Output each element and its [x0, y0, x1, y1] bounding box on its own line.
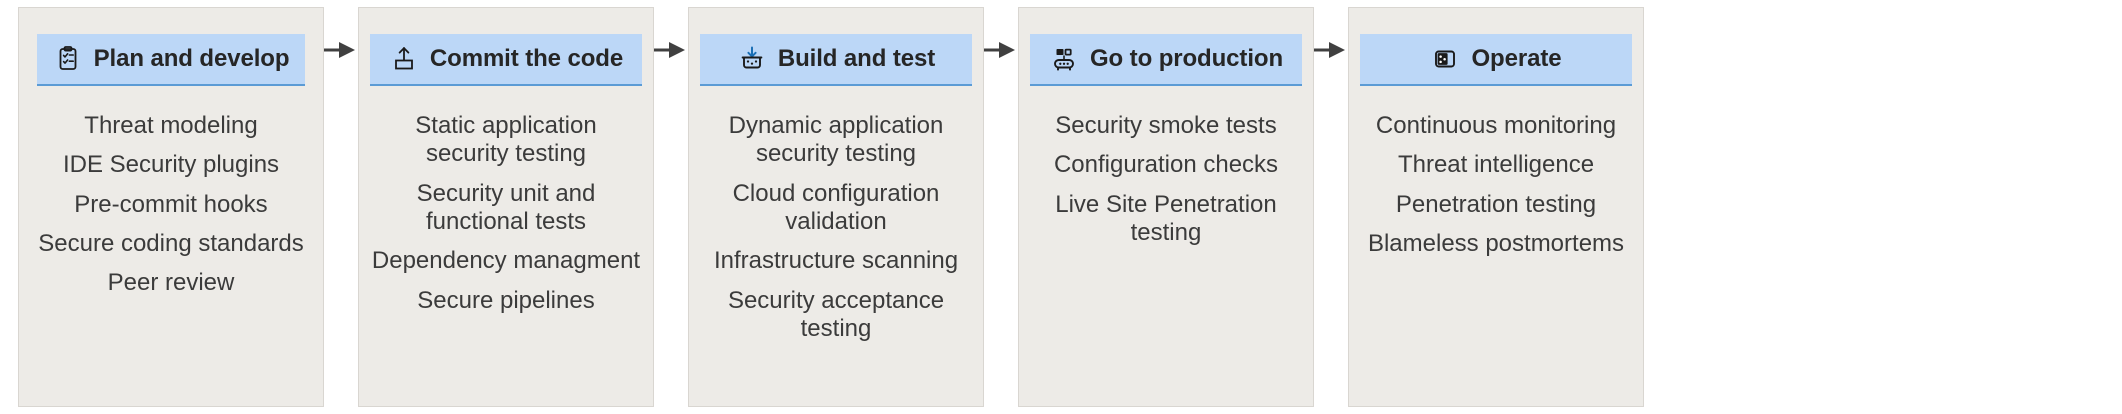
list-item: Threat intelligence	[1397, 151, 1595, 179]
stage-title-commit-the-code: Commit the code	[429, 45, 624, 72]
arrow-connector	[1314, 0, 1348, 414]
list-item: Cloud configuration validation	[732, 179, 940, 235]
upload-arrow-icon	[389, 44, 419, 74]
stage-header-plan-and-develop[interactable]: Plan and develop	[37, 34, 305, 86]
stage-items-build-and-test: Dynamic application security testing Clo…	[689, 112, 983, 354]
stage-panel-plan-and-develop[interactable]: Plan and develop Threat modeling IDE Sec…	[18, 7, 324, 407]
stage-items-plan-and-develop: Threat modeling IDE Security plugins Pre…	[19, 112, 323, 309]
stage-header-commit-the-code[interactable]: Commit the code	[370, 34, 642, 86]
list-item: Security acceptance testing	[727, 286, 945, 342]
list-item: Secure coding standards	[38, 229, 304, 257]
stage-panel-commit-the-code[interactable]: Commit the code Static application secur…	[358, 7, 654, 407]
stage-title-build-and-test: Build and test	[777, 45, 936, 72]
build-beaker-download-icon	[737, 44, 767, 74]
list-item: Infrastructure scanning	[713, 247, 959, 275]
list-item: Continuous monitoring	[1375, 112, 1617, 139]
list-item: Static application security testing	[415, 112, 597, 168]
stage-items-go-to-production: Security smoke tests Configuration check…	[1019, 112, 1313, 258]
list-item: Dependency managment	[371, 247, 641, 275]
conveyor-belt-icon	[1049, 44, 1079, 74]
stage-title-plan-and-develop: Plan and develop	[93, 45, 290, 72]
stage-header-build-and-test[interactable]: Build and test	[700, 34, 972, 86]
stage-items-operate: Continuous monitoring Threat intelligenc…	[1349, 112, 1643, 269]
stage-panel-go-to-production[interactable]: Go to production Security smoke tests Co…	[1018, 7, 1314, 407]
list-item: Dynamic application security testing	[728, 112, 944, 168]
stage-panel-build-and-test[interactable]: Build and test Dynamic application secur…	[688, 7, 984, 407]
stage-panel-operate[interactable]: Operate Continuous monitoring Threat int…	[1348, 7, 1644, 407]
stage-header-operate[interactable]: Operate	[1360, 34, 1632, 86]
list-item: Peer review	[107, 269, 235, 297]
list-item: Configuration checks	[1053, 151, 1279, 179]
list-item: Live Site Penetration testing	[1055, 190, 1277, 246]
list-item: Security unit and functional tests	[416, 179, 596, 235]
list-item: Security smoke tests	[1055, 112, 1277, 139]
list-item: Pre-commit hooks	[74, 190, 268, 218]
list-item: Secure pipelines	[417, 286, 595, 314]
left-margin-spacer	[0, 0, 18, 1]
list-item: IDE Security plugins	[62, 151, 280, 179]
clipboard-checklist-icon	[53, 44, 83, 74]
list-item: Penetration testing	[1395, 190, 1597, 218]
arrow-connector	[984, 0, 1018, 414]
stage-header-go-to-production[interactable]: Go to production	[1030, 34, 1302, 86]
stage-title-operate: Operate	[1471, 45, 1562, 72]
monitor-dots-icon	[1430, 44, 1460, 74]
arrow-connector	[654, 0, 688, 414]
stage-title-go-to-production: Go to production	[1089, 45, 1284, 72]
right-margin-spacer	[1644, 0, 1654, 1]
arrow-connector	[324, 0, 358, 414]
list-item: Blameless postmortems	[1367, 229, 1625, 257]
stage-items-commit-the-code: Static application security testing Secu…	[359, 112, 653, 326]
list-item: Threat modeling	[84, 112, 258, 139]
